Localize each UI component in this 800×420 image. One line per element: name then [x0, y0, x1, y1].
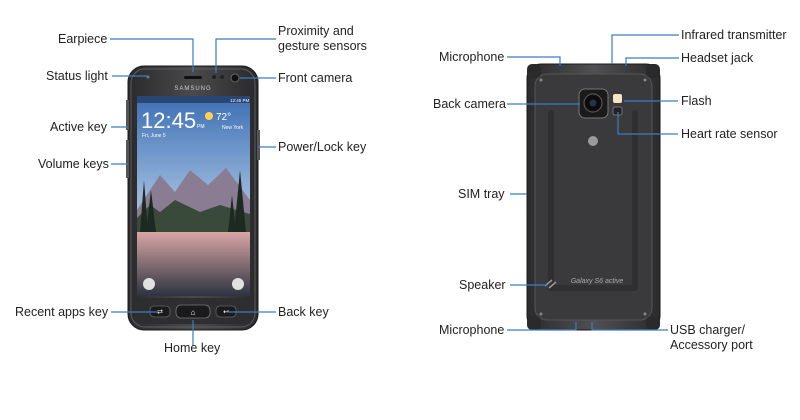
label-earpiece: Earpiece: [58, 32, 108, 46]
screen-ampm: PM: [197, 124, 205, 130]
screen-date: Fri, June 5: [142, 133, 166, 139]
back-model-text: Galaxy S6 active: [571, 278, 624, 285]
back-phone-body: [526, 63, 661, 331]
label-status-light: Status light: [46, 69, 108, 83]
screen-temperature: 72°: [216, 112, 231, 123]
label-heart-rate-sensor: Heart rate sensor: [681, 127, 778, 141]
status-bar-time: 12:45 PM: [230, 98, 250, 103]
label-back-camera: Back camera: [433, 97, 506, 111]
label-active-key: Active key: [50, 120, 107, 134]
label-recent-apps-key: Recent apps key: [15, 305, 109, 319]
screen-location: New York: [222, 125, 244, 131]
front-phone-body: ⇄ ⌂ ↩: [126, 65, 260, 331]
label-microphone-top: Microphone: [439, 50, 505, 64]
label-proximity-line1: Proximity and: [278, 24, 354, 38]
label-headset-jack: Headset jack: [681, 51, 754, 65]
svg-text:↩: ↩: [223, 309, 229, 316]
label-proximity-line2: gesture sensors: [278, 39, 367, 53]
svg-text:⌂: ⌂: [191, 308, 196, 317]
label-volume-keys: Volume keys: [38, 157, 109, 171]
label-front-camera: Front camera: [278, 71, 353, 85]
label-sim-tray: SIM tray: [458, 187, 505, 201]
label-flash: Flash: [681, 94, 712, 108]
label-power-lock-key: Power/Lock key: [278, 140, 367, 154]
screen-clock: 12:45: [141, 108, 196, 133]
label-microphone-bottom: Microphone: [439, 323, 505, 337]
label-back-key: Back key: [278, 305, 329, 319]
front-brand-text: SAMSUNG: [174, 86, 211, 92]
label-usb-line2: Accessory port: [670, 338, 753, 352]
label-speaker: Speaker: [459, 278, 506, 292]
label-usb-line1: USB charger/: [670, 323, 746, 337]
label-home-key: Home key: [164, 341, 221, 355]
label-infrared-transmitter: Infrared transmitter: [681, 28, 787, 42]
svg-text:⇄: ⇄: [157, 309, 163, 316]
